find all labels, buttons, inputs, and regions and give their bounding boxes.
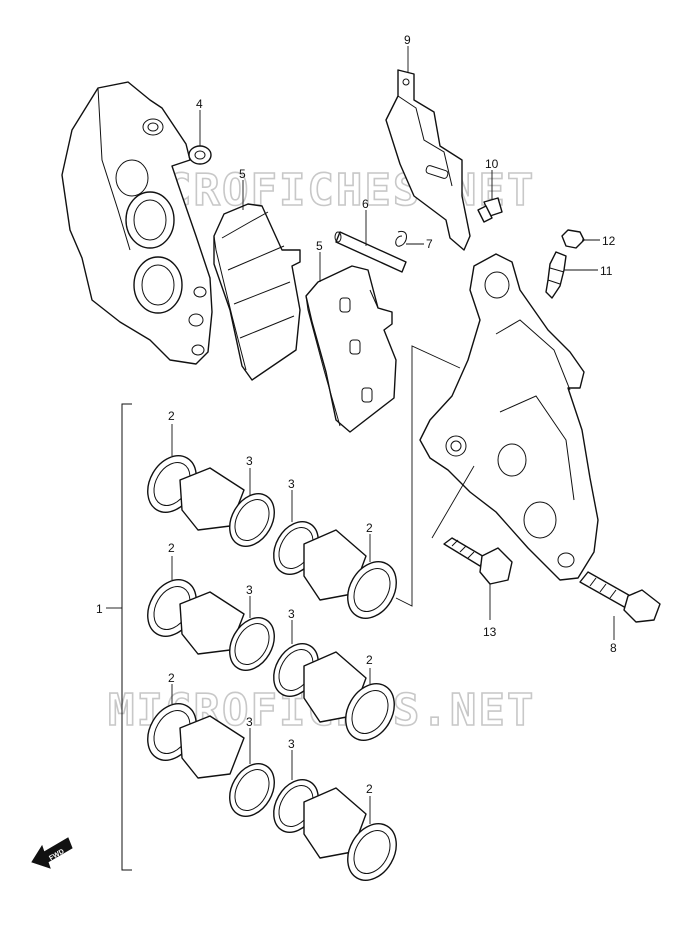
piston-set-4 [273, 643, 395, 741]
callout-10: 10 [485, 157, 499, 171]
caliper-outer-half [61, 81, 213, 365]
callout-3-a: 3 [246, 454, 253, 468]
piston-set-6 [273, 779, 397, 881]
callout-8: 8 [610, 641, 617, 655]
callout-2-d: 2 [366, 653, 373, 667]
assembly-line-2 [431, 465, 475, 539]
assembly-line [395, 345, 461, 607]
callout-5-upper: 5 [239, 167, 246, 181]
forward-direction-arrow: FWD [31, 837, 73, 869]
callout-labels: 4 5 5 6 7 9 10 12 11 8 13 1 2 3 3 2 2 3 … [96, 33, 617, 796]
callout-3-e: 3 [246, 715, 253, 729]
callout-2-b: 2 [366, 521, 373, 535]
caliper-inner-half [419, 253, 599, 581]
cap-part-12 [561, 229, 585, 249]
clip-part-7 [395, 230, 407, 247]
bleeder-bolt-part-10 [477, 197, 503, 223]
bracket-part-9 [385, 69, 471, 251]
mounting-bolt-part-13 [443, 537, 513, 585]
pad-pin-part-6 [334, 231, 407, 273]
callout-4: 4 [196, 97, 203, 111]
callout-2-c: 2 [168, 541, 175, 555]
callout-12: 12 [602, 234, 616, 248]
callout-3-d: 3 [288, 607, 295, 621]
piston-set-3 [147, 579, 275, 671]
piston-set-1 [147, 455, 275, 547]
callout-1: 1 [96, 602, 103, 616]
callout-2-a: 2 [168, 409, 175, 423]
piston-set-5 [147, 703, 275, 817]
callout-3-b: 3 [288, 477, 295, 491]
callout-3-c: 3 [246, 583, 253, 597]
callout-5-lower: 5 [316, 239, 323, 253]
callout-3-f: 3 [288, 737, 295, 751]
brake-pad-lower [305, 265, 397, 433]
callout-2-e: 2 [168, 671, 175, 685]
nut-part-4 [188, 145, 212, 165]
mounting-bolt-part-8 [579, 571, 661, 623]
leader-lines [171, 46, 615, 824]
callout-13: 13 [483, 625, 497, 639]
callout-11: 11 [600, 264, 613, 278]
bleeder-valve-part-11 [545, 251, 567, 299]
callout-2-f: 2 [366, 782, 373, 796]
brake-pad-upper [213, 203, 301, 381]
piston-set-2 [273, 521, 397, 619]
callout-6: 6 [362, 197, 369, 211]
piston-kit-bracket [106, 403, 132, 871]
callout-7: 7 [426, 237, 433, 251]
callout-9: 9 [404, 33, 411, 47]
